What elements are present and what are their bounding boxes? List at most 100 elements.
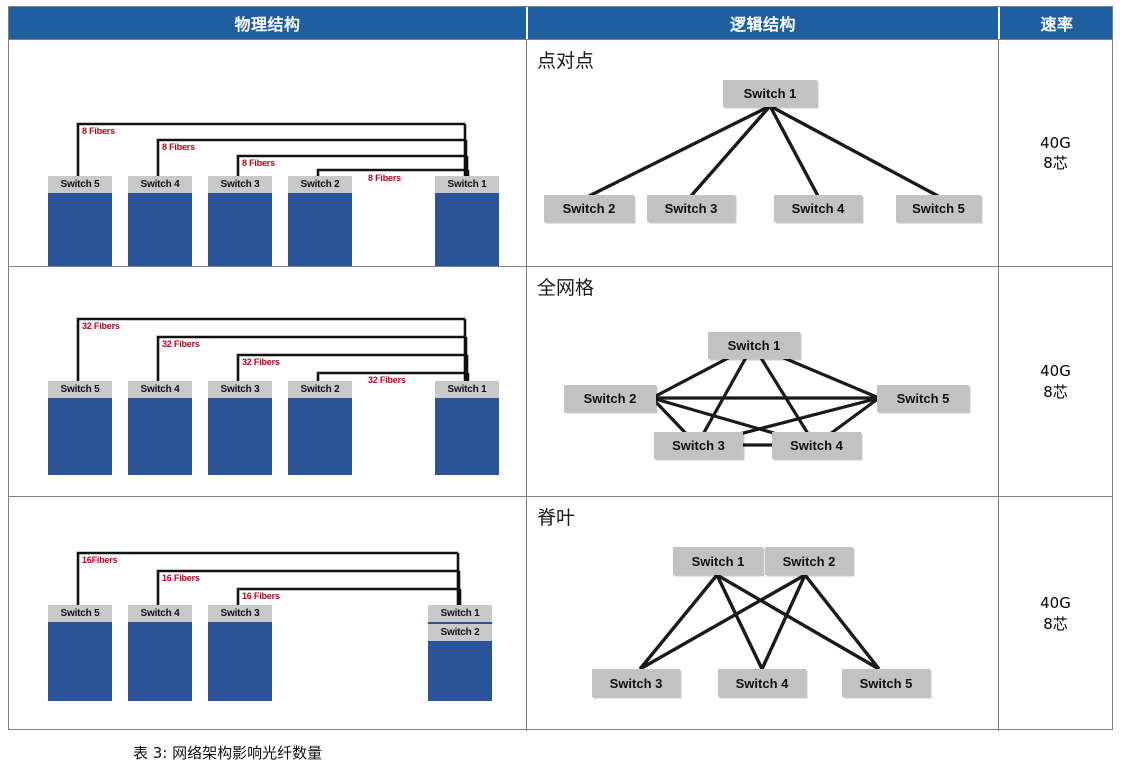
logical-node-switch-4-row1: Switch 4	[774, 195, 862, 222]
physical-switch-body	[208, 398, 272, 475]
column-divider-1	[526, 39, 527, 731]
cell-physical-row3: Switch 5 Switch 4 Switch 3 Switch 1 Swit…	[10, 497, 526, 730]
fiber-count-label: 16 Fibers	[242, 591, 280, 601]
physical-switch-label: Switch 3	[208, 605, 272, 622]
rate-value-row2: 40G 8芯	[999, 267, 1112, 496]
fiber-trunk-lines-row1	[76, 122, 470, 178]
topology-title-row3: 脊叶	[537, 507, 576, 529]
physical-switch-body	[208, 622, 272, 701]
logical-node-switch-5-row1: Switch 5	[896, 195, 981, 222]
fiber-count-label: 32 Fibers	[162, 339, 200, 349]
figure-caption: 表 3: 网络架构影响光纤数量	[133, 744, 323, 762]
logical-node-switch-4-row3: Switch 4	[718, 669, 806, 697]
physical-switch-4-row2: Switch 4	[128, 381, 192, 475]
physical-switch-label-secondary: Switch 2	[428, 624, 492, 641]
cell-physical-row2: Switch 5 Switch 4 Switch 3 Switch 2 Swit…	[10, 267, 526, 496]
physical-switch-1-row1: Switch 1	[435, 176, 499, 266]
physical-switch-body	[48, 622, 112, 701]
fiber-count-label: 16 Fibers	[162, 573, 200, 583]
header-physical-structure: 物理结构	[234, 17, 301, 34]
fiber-count-label: 16Fibers	[82, 555, 118, 565]
physical-switch-3-row1: Switch 3	[208, 176, 272, 266]
physical-switch-label: Switch 4	[128, 381, 192, 398]
rate-cores: 8芯	[1043, 382, 1068, 401]
topology-links-row3	[638, 573, 881, 671]
logical-node-switch-5-row3: Switch 5	[842, 669, 930, 697]
rate-speed: 40G	[1040, 362, 1071, 381]
header-rate: 速率	[1040, 17, 1074, 34]
fiber-count-label: 8 Fibers	[82, 126, 115, 136]
logical-diagram-spine-leaf: 脊叶 Switch 1 Switch 2 Switch 3 Switch 4 S…	[527, 497, 997, 730]
physical-switch-label: Switch 5	[48, 605, 112, 622]
comparison-table: 物理结构 逻辑结构 速率	[8, 6, 1113, 731]
fiber-count-label: 32 Fibers	[242, 357, 280, 367]
physical-switch-3-row3: Switch 3	[208, 605, 272, 701]
physical-switch-label: Switch 2	[288, 176, 352, 193]
logical-node-switch-3-row3: Switch 3	[592, 669, 680, 697]
header-logical-structure: 逻辑结构	[729, 17, 796, 34]
physical-switch-label: Switch 1	[435, 381, 499, 398]
physical-switch-body	[48, 398, 112, 475]
logical-node-switch-1-row1: Switch 1	[723, 80, 817, 107]
logical-diagram-point-to-point: 点对点 Switch 1 Switch 2 Switch 3 Switch 4 …	[527, 40, 997, 266]
cell-logical-row1: 点对点 Switch 1 Switch 2 Switch 3 Switch 4 …	[527, 40, 997, 266]
cell-physical-row1: Switch 5 Switch 4 Switch 3 Switch 2 Swit…	[10, 40, 526, 266]
logical-node-switch-2-row3: Switch 2	[765, 547, 853, 575]
physical-switch-5-row1: Switch 5	[48, 176, 112, 266]
table-header-row: 物理结构 逻辑结构 速率	[9, 7, 1112, 39]
physical-switch-label: Switch 5	[48, 381, 112, 398]
physical-switch-label: Switch 4	[128, 605, 192, 622]
physical-switch-1-row2: Switch 1	[435, 381, 499, 475]
topology-title-row1: 点对点	[537, 50, 595, 72]
fiber-trunk-lines-row2	[76, 317, 470, 383]
physical-switch-label: Switch 5	[48, 176, 112, 193]
logical-node-switch-3-row2: Switch 3	[654, 432, 743, 459]
physical-switch-2-row1: Switch 2	[288, 176, 352, 266]
physical-switch-label: Switch 1	[428, 605, 492, 622]
topology-links-row1	[588, 104, 939, 198]
logical-node-switch-2-row1: Switch 2	[544, 195, 634, 222]
column-divider-2	[998, 39, 999, 731]
fiber-count-label: 8 Fibers	[242, 158, 275, 168]
physical-switch-5-row3: Switch 5	[48, 605, 112, 701]
physical-switch-body	[288, 193, 352, 266]
header-divider-1	[526, 7, 528, 39]
row-divider-1	[9, 266, 1112, 267]
logical-node-switch-1-row3: Switch 1	[673, 547, 763, 575]
cell-rate-row3: 40G 8芯	[999, 497, 1112, 730]
physical-switch-body	[435, 193, 499, 266]
topology-title-row2: 全网格	[537, 277, 595, 299]
cell-rate-row1: 40G 8芯	[999, 40, 1112, 266]
physical-switch-3-row2: Switch 3	[208, 381, 272, 475]
physical-switch-body	[435, 398, 499, 475]
physical-switch-label: Switch 2	[288, 381, 352, 398]
logical-node-switch-5-row2: Switch 5	[877, 385, 969, 412]
physical-switch-body	[128, 398, 192, 475]
logical-diagram-full-mesh: 全网格 Switch 1 S	[527, 267, 997, 496]
rate-value-row3: 40G 8芯	[999, 497, 1112, 730]
rate-speed: 40G	[1040, 133, 1071, 152]
logical-node-switch-1-row2: Switch 1	[708, 332, 800, 359]
physical-switch-label: Switch 3	[208, 176, 272, 193]
header-divider-2	[998, 7, 1000, 39]
cell-logical-row3: 脊叶 Switch 1 Switch 2 Switch 3 Switch 4 S…	[527, 497, 997, 730]
physical-diagram-point-to-point: Switch 5 Switch 4 Switch 3 Switch 2 Swit…	[10, 40, 526, 266]
physical-switch-body	[128, 193, 192, 266]
physical-switch-stack-divider	[428, 622, 492, 624]
row-divider-2	[9, 496, 1112, 497]
logical-node-switch-2-row2: Switch 2	[564, 385, 656, 412]
physical-switch-label: Switch 1	[435, 176, 499, 193]
cell-rate-row2: 40G 8芯	[999, 267, 1112, 496]
physical-switch-stack-row3: Switch 1 Switch 2	[428, 605, 492, 701]
physical-switch-4-row1: Switch 4	[128, 176, 192, 266]
rate-value-row1: 40G 8芯	[999, 40, 1112, 266]
physical-switch-4-row3: Switch 4	[128, 605, 192, 701]
physical-switch-label: Switch 4	[128, 176, 192, 193]
physical-switch-body	[288, 398, 352, 475]
row-divider-header	[9, 39, 1112, 40]
cell-logical-row2: 全网格 Switch 1 S	[527, 267, 997, 496]
physical-switch-body	[208, 193, 272, 266]
fiber-count-label: 8 Fibers	[162, 142, 195, 152]
rate-speed: 40G	[1040, 594, 1071, 613]
rate-cores: 8芯	[1043, 614, 1068, 633]
